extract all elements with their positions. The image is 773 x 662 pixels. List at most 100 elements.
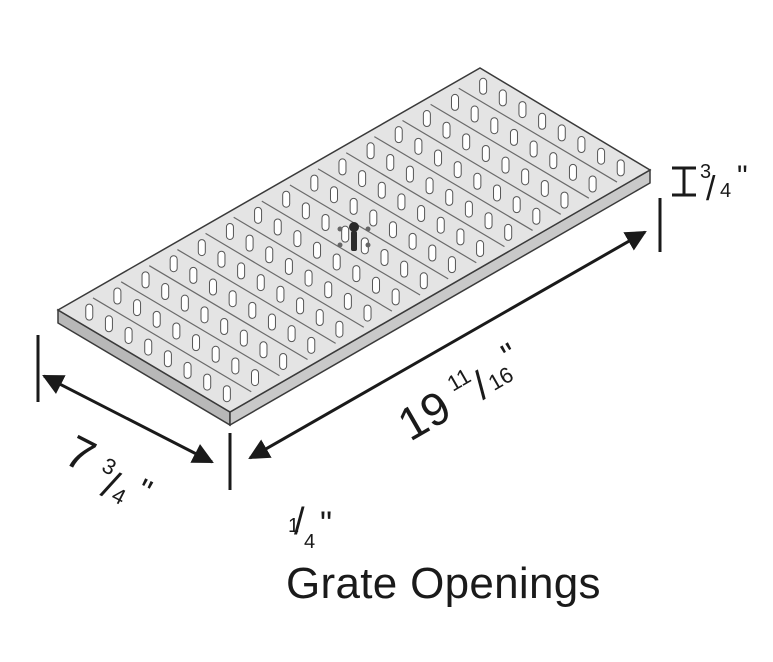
grate-opening xyxy=(313,241,322,259)
height-dimension: 3 / 4 " xyxy=(672,160,748,208)
grate-opening xyxy=(397,193,406,211)
grate-opening xyxy=(358,170,367,188)
grate-opening xyxy=(557,124,566,142)
grate-opening xyxy=(180,294,189,312)
grate-opening xyxy=(447,256,456,274)
grate-opening xyxy=(481,145,490,163)
grate-bar-edge xyxy=(402,119,562,215)
grate-opening xyxy=(425,177,434,195)
grate-bar-edge xyxy=(430,103,590,199)
grate-opening xyxy=(456,228,465,246)
grate-opening xyxy=(484,212,493,230)
grate-opening xyxy=(428,244,437,262)
grate-opening xyxy=(338,158,347,176)
grate-opening xyxy=(296,297,305,315)
grate-opening xyxy=(282,190,291,208)
grate-opening xyxy=(363,304,372,322)
grate-opening xyxy=(453,161,462,179)
grate-opening xyxy=(532,207,541,225)
grate-opening xyxy=(254,206,263,224)
grate-opening xyxy=(239,329,248,347)
grate-opening xyxy=(211,345,220,363)
grate-opening xyxy=(273,218,282,236)
grate-opening xyxy=(549,152,558,170)
grate-opening xyxy=(473,172,482,190)
grate-opening xyxy=(445,188,454,206)
grate-opening xyxy=(245,234,254,252)
grate-opening xyxy=(436,216,445,234)
grate-opening xyxy=(259,341,268,359)
grate-opening xyxy=(352,265,361,283)
grate-opening xyxy=(588,175,597,193)
grate-opening xyxy=(152,310,161,328)
grate-bar-edge xyxy=(92,297,252,393)
caption-label: Grate Openings xyxy=(286,559,601,608)
width-arrow xyxy=(42,374,214,464)
grate-opening xyxy=(380,248,389,266)
grate-opening xyxy=(203,373,212,391)
grate-opening xyxy=(304,269,313,287)
grate-opening xyxy=(341,225,350,243)
grate-opening xyxy=(509,128,518,146)
grate-opening xyxy=(512,196,521,214)
grate-opening xyxy=(391,288,400,306)
grate-opening xyxy=(335,320,344,338)
grate-opening xyxy=(616,159,625,177)
grate-opening xyxy=(279,352,288,370)
length-arrow xyxy=(248,230,647,460)
grate-opening xyxy=(200,306,209,324)
grate-opening xyxy=(529,140,538,158)
grate-bar-edge xyxy=(374,136,533,231)
grate-opening xyxy=(369,209,378,227)
opening-fraction-bar: / xyxy=(294,501,305,543)
grate-opening xyxy=(419,272,428,290)
grate-opening xyxy=(521,168,530,186)
grate-illustration xyxy=(56,67,652,427)
grate-opening xyxy=(141,271,150,289)
grate-opening xyxy=(301,202,310,220)
grate-opening xyxy=(329,186,338,204)
grate-opening xyxy=(222,385,231,403)
grate-opening xyxy=(372,276,381,294)
grate-opening xyxy=(540,179,549,197)
grate-opening xyxy=(85,303,94,321)
grate-opening xyxy=(251,369,259,387)
grate-opening xyxy=(501,156,510,174)
grate-opening xyxy=(349,197,358,215)
grate-opening xyxy=(113,287,122,305)
grate-opening xyxy=(248,301,257,319)
grate-opening xyxy=(267,313,276,331)
grate-opening xyxy=(377,181,386,199)
width-whole: 7 xyxy=(57,425,103,483)
height-numerator: 3 xyxy=(700,161,711,183)
grate-opening xyxy=(577,136,586,154)
grate-opening xyxy=(124,326,133,344)
grate-opening xyxy=(310,174,319,192)
grate-opening xyxy=(504,223,513,241)
opening-size: 1 / 4 " xyxy=(286,500,601,553)
grate-opening xyxy=(231,357,240,375)
grate-opening xyxy=(225,222,234,240)
grate-opening xyxy=(464,200,473,218)
length-whole: 19 xyxy=(389,380,459,451)
grate-opening xyxy=(220,317,229,335)
grate-opening xyxy=(324,281,333,299)
grate-opening xyxy=(538,112,547,130)
grate-opening xyxy=(321,214,330,232)
grate-opening xyxy=(388,221,397,239)
grate-opening xyxy=(343,292,352,310)
grate-opening xyxy=(315,309,324,327)
grate-opening xyxy=(470,105,479,123)
grate-opening xyxy=(189,266,198,284)
grate-opening xyxy=(332,253,341,271)
grate-opening xyxy=(597,147,606,165)
grate-opening xyxy=(422,110,431,128)
grate-opening xyxy=(208,278,217,296)
grate-opening xyxy=(366,142,375,160)
height-denominator: 4 xyxy=(720,180,731,202)
grate-opening xyxy=(498,89,507,107)
grate-opening xyxy=(417,205,426,223)
opening-unit: " xyxy=(320,505,333,543)
grate-opening xyxy=(163,350,172,368)
